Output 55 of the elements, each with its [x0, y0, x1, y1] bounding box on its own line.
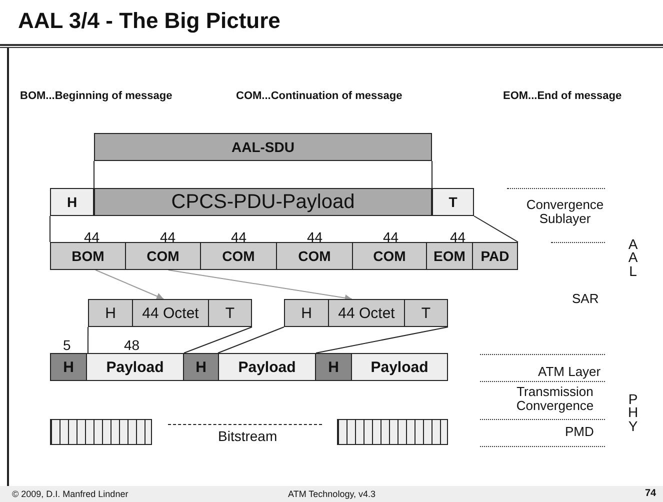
size-label: 44	[84, 229, 100, 245]
segment-field: COM	[352, 242, 427, 270]
trailer-field: T	[432, 188, 474, 216]
size-label: 44	[231, 229, 247, 245]
trailer-field: T	[208, 299, 252, 327]
arrow	[168, 270, 352, 302]
segment-field: EOM	[426, 242, 473, 270]
data-unit-box: AAL-SDU	[94, 133, 432, 161]
header-field: H	[284, 299, 329, 327]
cell-payload-field: Payload	[218, 353, 316, 381]
size-label: 44	[450, 229, 466, 245]
size-label: 44	[383, 229, 399, 245]
layer-label: ATM Layer	[538, 364, 598, 379]
footer-text: ATM Technology, v4.3	[288, 489, 376, 499]
abbreviation-note: EOM...End of message	[503, 90, 622, 102]
header-field: H	[50, 188, 94, 216]
bitstream-bar	[337, 419, 448, 445]
layer-label: Convergence Sublayer	[525, 198, 605, 227]
segment-field: COM	[276, 242, 353, 270]
layer-group-label: PHY	[628, 393, 638, 433]
page-number: 74	[645, 488, 656, 499]
segment-field: COM	[125, 242, 201, 270]
slide-title: AAL 3/4 - The Big Picture	[18, 8, 280, 34]
size-label: 44	[307, 229, 323, 245]
cell-payload-field: Payload	[86, 353, 184, 381]
padding-field: PAD	[472, 242, 518, 270]
payload-field: 44 Octet	[328, 299, 405, 327]
size-label: 48	[124, 337, 140, 353]
header-field: H	[88, 299, 133, 327]
payload-field: 44 Octet	[132, 299, 209, 327]
connector-line	[316, 326, 448, 354]
arrow	[95, 270, 164, 300]
size-label: 44	[160, 229, 176, 245]
segment-field: BOM	[50, 242, 126, 270]
copyright-text: © 2009, D.I. Manfred Lindner	[12, 489, 128, 499]
abbreviation-note: BOM...Beginning of message	[20, 90, 172, 102]
layer-label: PMD	[565, 424, 594, 439]
cell-header-field: H	[315, 353, 352, 381]
connector-line	[87, 326, 88, 354]
cell-header-field: H	[183, 353, 219, 381]
connector-line	[184, 326, 252, 354]
layer-label: SAR	[572, 291, 599, 306]
cell-payload-field: Payload	[351, 353, 448, 381]
connector-line	[218, 326, 284, 354]
trailer-field: T	[404, 299, 448, 327]
size-label: 5	[63, 337, 71, 353]
layer-group-label: AAL	[628, 238, 638, 278]
layer-label: Transmission Convergence	[515, 385, 595, 414]
bitstream-label: Bitstream	[218, 428, 278, 444]
payload-field: CPCS-PDU-Payload	[94, 188, 432, 216]
cell-header-field: H	[50, 353, 87, 381]
connector-line	[474, 216, 518, 242]
bitstream-bar	[50, 419, 152, 445]
abbreviation-note: COM...Continuation of message	[236, 90, 402, 102]
segment-field: COM	[200, 242, 277, 270]
